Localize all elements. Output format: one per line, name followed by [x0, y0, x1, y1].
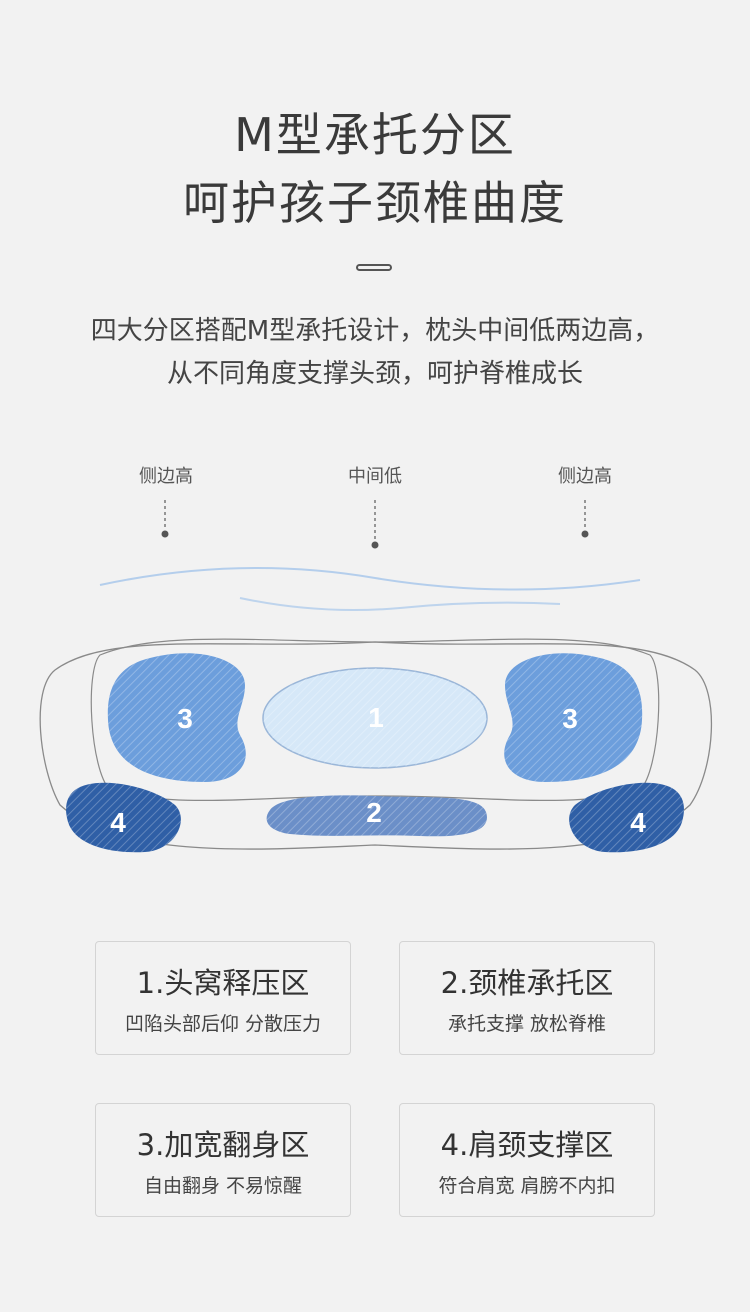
label-leader-lines — [161, 500, 589, 549]
zone-3-left-number: 3 — [177, 703, 193, 734]
zone-card-2: 2.颈椎承托区 承托支撑 放松脊椎 — [399, 941, 655, 1055]
description-line-2: 从不同角度支撑头颈，呵护脊椎成长 — [166, 359, 583, 389]
title-divider — [356, 264, 392, 271]
description-line-1: 四大分区搭配M型承托设计，枕头中间低两边高， — [90, 316, 660, 346]
zone-card-title: 3.加宽翻身区 — [136, 1128, 310, 1162]
leader-dot-right — [581, 530, 589, 538]
label-left-high: 侧边高 — [139, 466, 193, 487]
zone-1-number: 1 — [368, 702, 384, 733]
zone-card-desc: 凹陷头部后仰 分散压力 — [124, 1012, 322, 1035]
zone-2-number: 2 — [366, 797, 382, 828]
m-curve-waves — [99, 567, 641, 612]
zone-4-left-number: 4 — [110, 807, 126, 838]
zone-card-desc: 自由翻身 不易惊醒 — [143, 1174, 303, 1197]
zone-4-right-number: 4 — [630, 807, 646, 838]
zone-card-4: 4.肩颈支撑区 符合肩宽 肩膀不内扣 — [399, 1103, 655, 1217]
zone-card-desc: 符合肩宽 肩膀不内扣 — [438, 1174, 616, 1197]
zone-card-title: 2.颈椎承托区 — [440, 966, 614, 1000]
page-subtitle: 呵护孩子颈椎曲度 — [183, 176, 567, 230]
pillow-diagram: 3 3 1 2 4 4 — [39, 567, 713, 853]
zone-3-right-number: 3 — [562, 703, 578, 734]
page-title: M型承托分区 — [234, 108, 516, 162]
leader-dot-center — [371, 541, 379, 549]
leader-dot-left — [161, 530, 169, 538]
zone-card-title: 4.肩颈支撑区 — [440, 1128, 614, 1162]
label-center-low: 中间低 — [348, 466, 402, 487]
label-right-high: 侧边高 — [558, 466, 612, 487]
zone-card-desc: 承托支撑 放松脊椎 — [447, 1012, 607, 1035]
zone-card-3: 3.加宽翻身区 自由翻身 不易惊醒 — [95, 1103, 351, 1217]
zone-card-title: 1.头窝释压区 — [136, 966, 310, 1000]
zone-card-1: 1.头窝释压区 凹陷头部后仰 分散压力 — [95, 941, 351, 1055]
